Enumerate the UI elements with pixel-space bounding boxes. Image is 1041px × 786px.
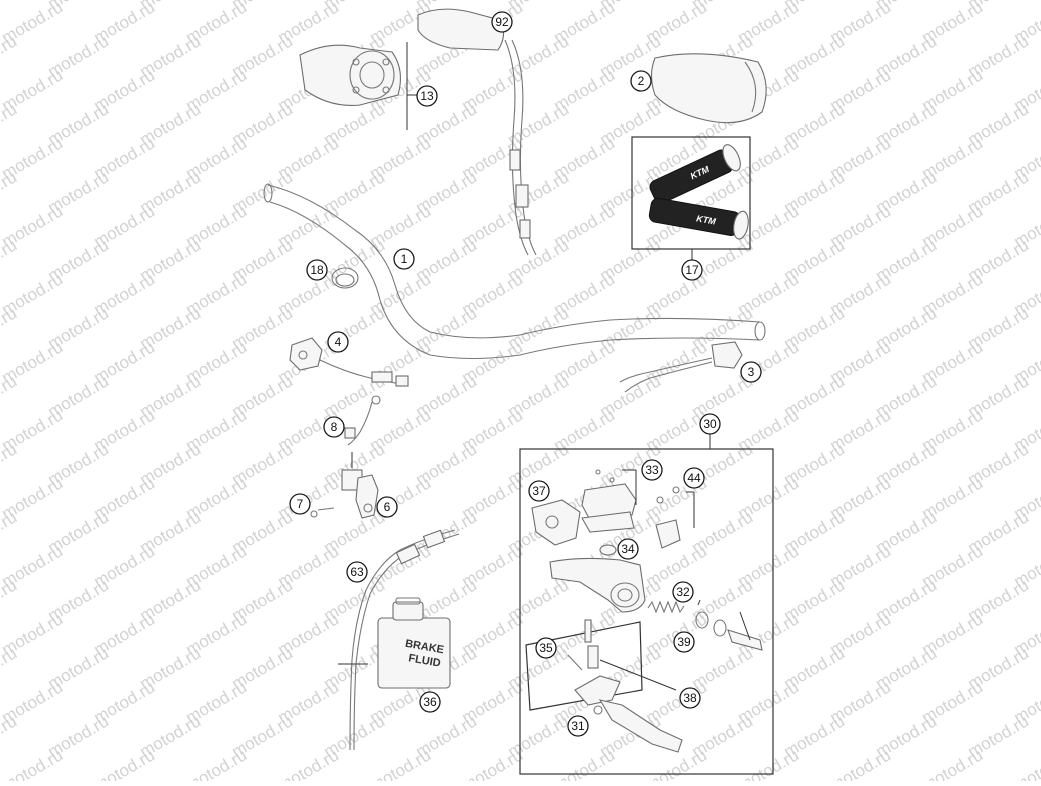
callout-63: 63 [347, 562, 367, 582]
callout-6: 6 [377, 497, 397, 517]
callout-37-label: 37 [532, 484, 546, 498]
handlebar-pad [652, 54, 767, 123]
callout-36-label: 36 [423, 695, 437, 709]
callout-8-label: 8 [331, 420, 338, 434]
callout-39: 39 [674, 632, 694, 652]
watermark-text: motod.ru [919, 745, 987, 781]
callout-7: 7 [290, 494, 310, 514]
watermark-text: motod.ru [1011, 745, 1041, 781]
callout-2: 2 [631, 71, 651, 91]
callout-3: 3 [741, 362, 761, 382]
callout-17-label: 17 [685, 263, 699, 277]
callout-31: 31 [568, 716, 588, 736]
callout-38: 38 [680, 688, 700, 708]
watermark-text: motod.ru [91, 745, 159, 781]
callout-37: 37 [529, 481, 549, 501]
callout-6-label: 6 [384, 500, 391, 514]
callout-1: 1 [394, 249, 414, 269]
callout-17: 17 [682, 260, 702, 280]
callout-38-label: 38 [683, 691, 697, 705]
callout-35-label: 35 [539, 641, 553, 655]
watermark-text: motod.ru [275, 745, 343, 781]
callout-44-label: 44 [687, 471, 701, 485]
callout-18: 18 [307, 260, 327, 280]
watermark-text: motod.ru [0, 745, 66, 781]
callout-32-label: 32 [676, 585, 690, 599]
callout-35: 35 [536, 638, 556, 658]
watermark-text: motod.ru [459, 745, 527, 781]
callout-92: 92 [492, 12, 512, 32]
callout-33-label: 33 [645, 463, 659, 477]
callout-32: 32 [673, 582, 693, 602]
callout-33: 33 [642, 460, 662, 480]
callout-30-label: 30 [703, 417, 717, 431]
watermark-text: motod.ru [827, 745, 895, 781]
callout-36: 36 [420, 692, 440, 712]
callout-1-label: 1 [401, 252, 408, 266]
callout-34: 34 [618, 539, 638, 559]
watermark-text: motod.ru [735, 745, 803, 781]
callout-4: 4 [328, 332, 348, 352]
callout-44: 44 [684, 468, 704, 488]
callout-18-label: 18 [310, 263, 324, 277]
callout-30: 30 [700, 414, 720, 434]
callout-4-label: 4 [335, 335, 342, 349]
callout-8: 8 [324, 417, 344, 437]
callout-7-label: 7 [297, 497, 304, 511]
watermark-text: motod.ru [0, 0, 20, 13]
callout-39-label: 39 [677, 635, 691, 649]
callout-92-label: 92 [495, 15, 509, 29]
watermark-text: motod.ru [551, 745, 619, 781]
watermark-text: motod.ru [183, 745, 251, 781]
callout-13-label: 13 [420, 89, 434, 103]
watermark-text: motod.ru [367, 745, 435, 781]
callout-34-label: 34 [621, 542, 635, 556]
callout-2-label: 2 [638, 74, 645, 88]
callout-31-label: 31 [571, 719, 585, 733]
callout-3-label: 3 [748, 365, 755, 379]
callout-63-label: 63 [350, 565, 364, 579]
callout-13: 13 [417, 86, 437, 106]
